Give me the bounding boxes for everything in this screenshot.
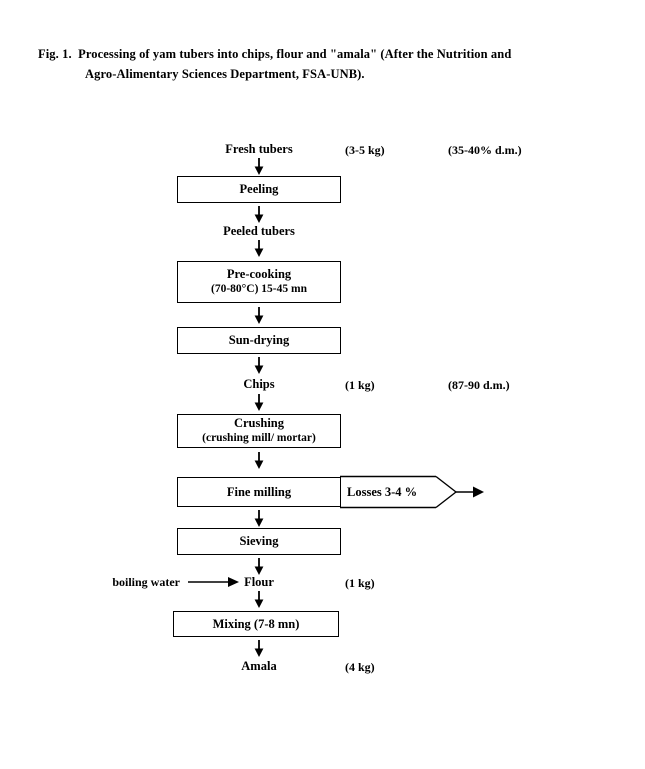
arrow-boiling-water-to-flour: [188, 574, 240, 590]
figure-caption: Fig. 1. Processing of yam tubers into ch…: [38, 44, 608, 84]
arrow-flour-to-mixing: [252, 591, 266, 609]
node-fine-milling: Fine milling: [177, 477, 341, 507]
node-flour: Flour: [244, 575, 274, 589]
losses-outflow-connector: [338, 470, 488, 518]
annotation-flour-mass: (1 kg): [345, 576, 375, 590]
node-mixing-label: Mixing (7-8 mn): [212, 616, 300, 631]
annotation-amala-mass: (4 kg): [345, 660, 375, 674]
node-sun-drying-label: Sun-drying: [228, 333, 290, 347]
arrow-peeled-tubers-to-pre-cooking: [252, 240, 266, 258]
arrow-sieving-to-flour: [252, 558, 266, 576]
arrow-crushing-to-fine-milling: [252, 452, 266, 470]
annotation-fresh-tubers-mass: (3-5 kg): [345, 143, 385, 157]
node-amala: Amala: [241, 659, 277, 673]
losses-label: Losses 3-4 %: [347, 485, 418, 499]
input-boiling-water-label: boiling water: [112, 575, 180, 589]
node-peeled-tubers: Peeled tubers: [223, 224, 295, 238]
node-peeling-label: Peeling: [239, 182, 279, 196]
arrow-pre-cooking-to-sun-drying: [252, 307, 266, 325]
node-crushing: Crushing (crushing mill/ mortar): [177, 414, 341, 448]
node-crushing-label: Crushing: [233, 416, 285, 430]
arrow-fine-milling-to-sieving: [252, 510, 266, 528]
node-pre-cooking-label: Pre-cooking: [226, 267, 292, 281]
caption-line-2: Agro-Alimentary Sciences Department, FSA…: [85, 67, 365, 81]
arrow-chips-to-crushing: [252, 394, 266, 412]
annotation-chips-dry-matter: (87-90 d.m.): [448, 378, 510, 392]
node-fine-milling-label: Fine milling: [226, 484, 292, 499]
node-pre-cooking-sublabel: (70-80°C) 15-45 mn: [211, 283, 307, 295]
arrow-fresh-tubers-to-peeling: [252, 158, 266, 176]
node-chips: Chips: [243, 377, 275, 391]
arrow-peeling-to-peeled-tubers: [252, 206, 266, 224]
node-sieving: Sieving: [177, 528, 341, 555]
caption-line-1: Fig. 1. Processing of yam tubers into ch…: [38, 47, 512, 61]
arrow-sun-drying-to-chips: [252, 357, 266, 375]
node-sun-drying: Sun-drying: [177, 327, 341, 354]
node-fresh-tubers: Fresh tubers: [225, 142, 293, 156]
node-crushing-sublabel: (crushing mill/ mortar): [202, 432, 316, 444]
arrow-mixing-to-amala: [252, 640, 266, 658]
annotation-chips-mass: (1 kg): [345, 378, 375, 392]
node-mixing: Mixing (7-8 mn): [173, 611, 339, 637]
node-pre-cooking: Pre-cooking (70-80°C) 15-45 mn: [177, 261, 341, 303]
node-sieving-label: Sieving: [239, 534, 279, 548]
node-peeling: Peeling: [177, 176, 341, 203]
annotation-fresh-tubers-dry-matter: (35-40% d.m.): [448, 143, 522, 157]
